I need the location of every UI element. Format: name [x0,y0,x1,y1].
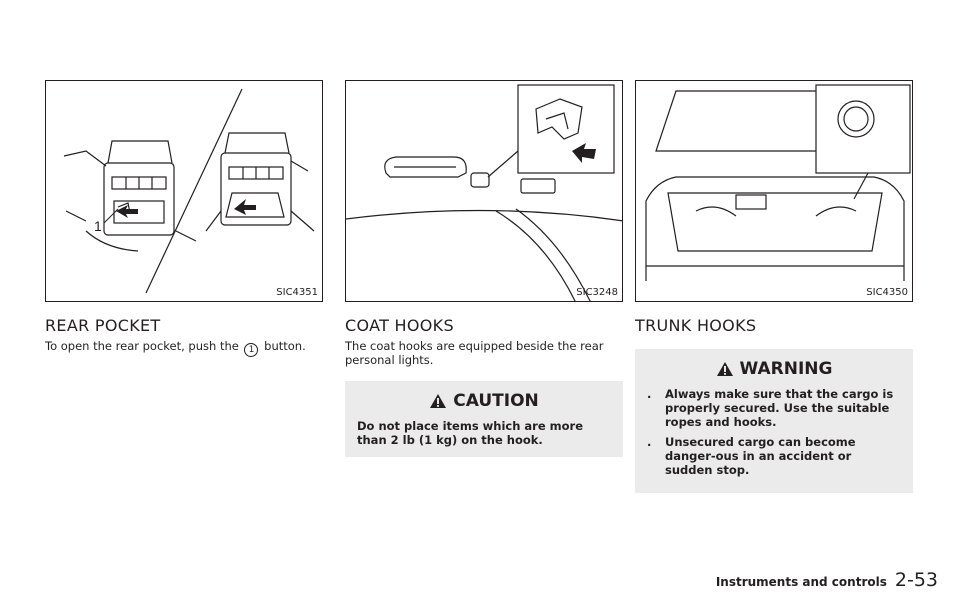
bullet-text: Always make sure that the cargo is prope… [665,387,894,429]
caution-box: CAUTION Do not place items which are mor… [345,381,623,457]
callout-badge: 1 [244,343,259,357]
list-item: . Always make sure that the cargo is pro… [647,387,901,429]
figure-code: SIC4351 [276,287,318,298]
trunk-hooks-illustration [645,84,911,281]
warning-triangle-icon [716,362,733,376]
coat-hooks-section: SIC3248 COAT HOOKS The coat hooks are eq… [345,80,623,457]
caution-text: Do not place items which are more than 2… [357,419,584,447]
page-footer: Instruments and controls 2-53 [716,569,938,591]
section-heading: TRUNK HOOKS [635,316,757,335]
list-item: . Unsecured cargo can become danger-ous … [647,435,901,477]
figure-code: SIC3248 [576,287,618,298]
instruction-text-after: button. [264,339,306,353]
callout-number: 1 [94,218,102,234]
section-heading: REAR POCKET [45,316,161,335]
caution-title: CAUTION [453,391,539,411]
warning-title: WARNING [739,359,833,379]
footer-section-title: Instruments and controls [715,575,887,589]
bullet-text: Unsecured cargo can become danger-ous in… [665,435,856,477]
rear-pocket-figure: 1 SIC4351 [45,80,323,302]
trunk-hooks-figure: SIC4350 [635,80,913,302]
coat-hooks-figure: SIC3248 [345,80,623,302]
rear-pocket-section: 1 SIC4351 REAR POCKET To open the rear p… [45,80,323,357]
bullet-dot: . [647,435,652,449]
section-heading: COAT HOOKS [345,316,454,335]
warning-box: WARNING . Always make sure that the carg… [635,349,913,493]
warning-triangle-icon [430,394,447,408]
figure-code: SIC4350 [866,287,908,298]
trunk-hooks-section: SIC4350 TRUNK HOOKS WARNING . Always mak… [635,80,913,493]
coat-hooks-illustration [346,84,622,301]
rear-pocket-instruction: To open the rear pocket, push the 1 butt… [45,339,323,357]
page-number: 2-53 [894,569,938,591]
warning-list: . Always make sure that the cargo is pro… [647,387,901,477]
instruction-text-before: To open the rear pocket, push the [45,339,239,353]
rear-pocket-illustration: 1 [63,88,315,294]
caution-header: CAUTION [357,391,611,411]
coat-hooks-description: The coat hooks are equipped beside the r… [345,339,604,367]
bullet-dot: . [647,387,652,401]
warning-header: WARNING [647,359,901,379]
